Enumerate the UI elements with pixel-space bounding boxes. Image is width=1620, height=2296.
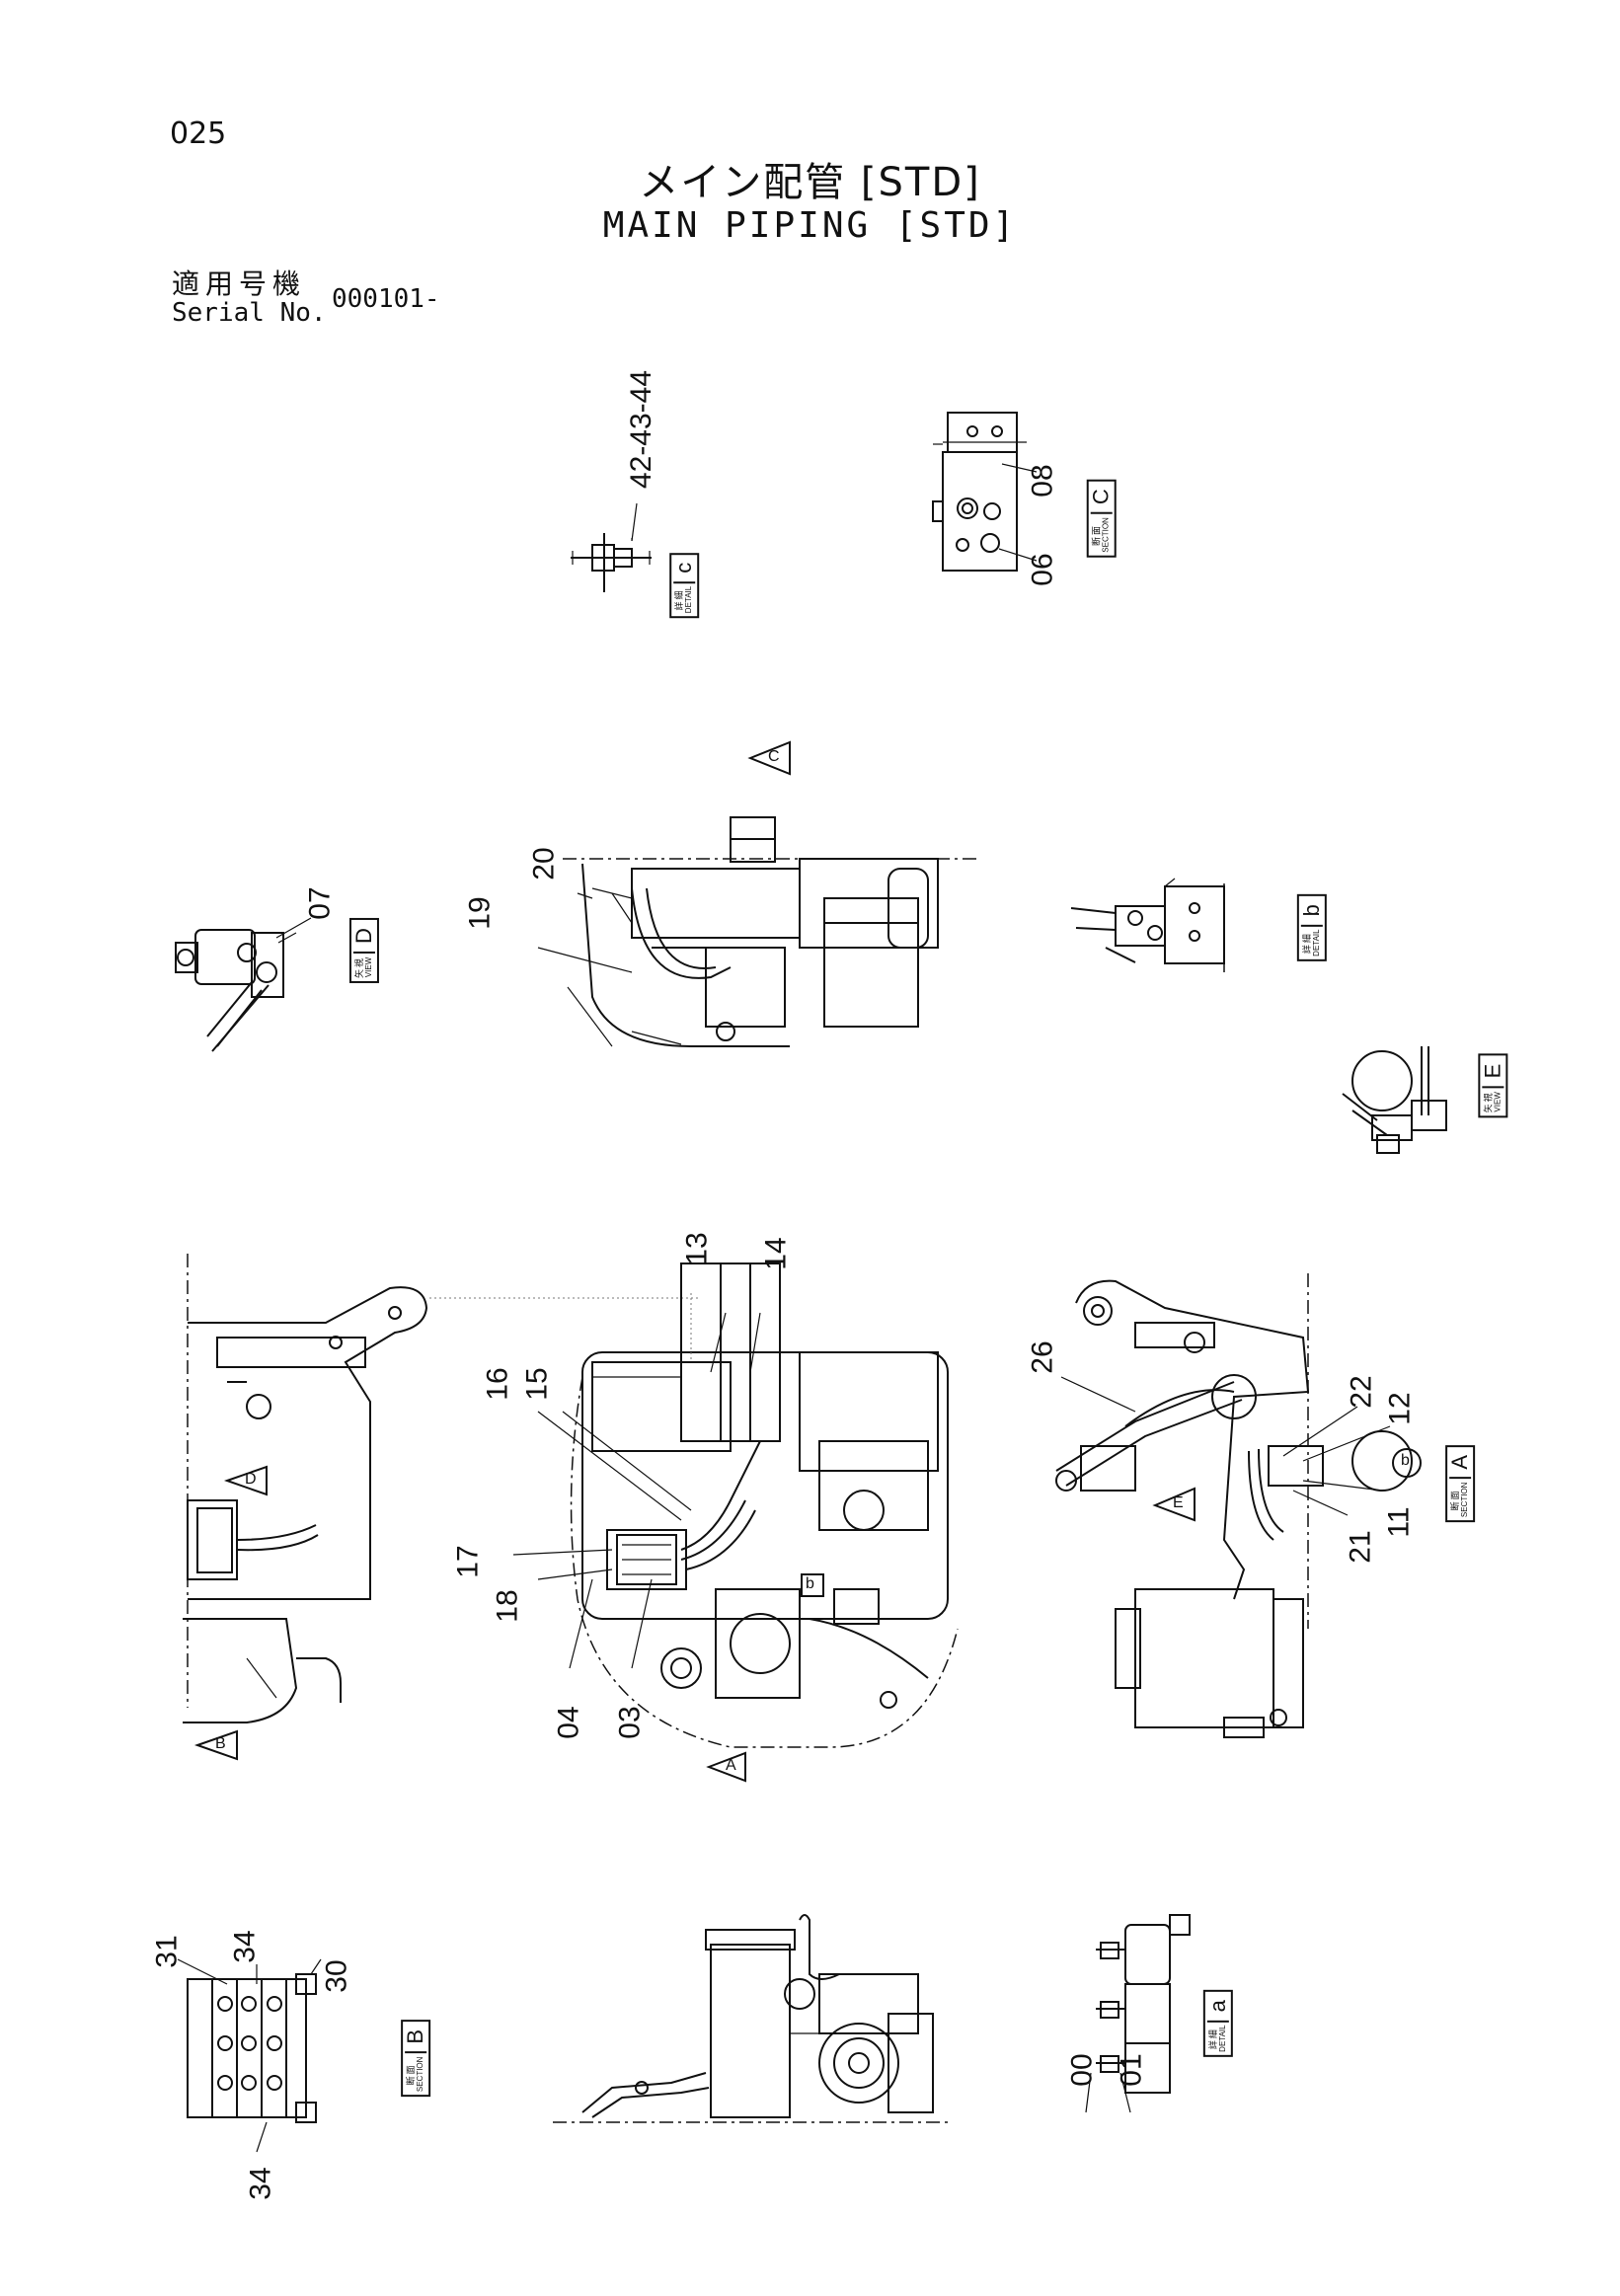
callout-00: 00 <box>1065 2053 1099 2087</box>
tag-letter: C <box>1088 489 1114 505</box>
main-top-view <box>570 1263 959 1748</box>
page-number: 025 <box>170 116 227 151</box>
tag-letter: b <box>1298 904 1324 917</box>
callout-11: 11 <box>1382 1506 1416 1538</box>
callout-15: 15 <box>520 1367 554 1401</box>
callout-30: 30 <box>320 1959 353 1993</box>
section-c-block <box>932 412 1038 572</box>
section-b-control-valve <box>177 1958 322 2153</box>
callout-42-43-44: 42-43-44 <box>625 369 658 490</box>
tag-letter: D <box>350 928 376 944</box>
view-arrow-e: E <box>1173 1494 1184 1511</box>
callout-31: 31 <box>150 1935 184 1968</box>
view-d-valve <box>175 917 312 1052</box>
view-arrow-c: C <box>768 748 780 765</box>
detail-b-fitting <box>1070 878 1225 972</box>
callout-17: 17 <box>451 1545 485 1578</box>
view-label-b-circle: b <box>1401 1452 1410 1469</box>
callout-20: 20 <box>527 847 561 880</box>
view-arrow-d: D <box>245 1471 257 1488</box>
title-english: MAIN PIPING [STD] <box>602 205 1018 246</box>
view-e-assembly <box>1342 1046 1447 1154</box>
callout-08: 08 <box>1026 464 1059 497</box>
callout-16: 16 <box>481 1367 514 1401</box>
serial-label-japanese: 適用号機 <box>172 268 307 300</box>
callout-34-top: 34 <box>228 1930 262 1963</box>
title-japanese: メイン配管 [STD] <box>639 160 981 205</box>
tag-letter: E <box>1480 1063 1505 1079</box>
callout-26: 26 <box>1026 1340 1059 1374</box>
callout-03: 03 <box>613 1706 647 1739</box>
serial-label-english: Serial No. <box>172 298 327 328</box>
view-arrow-shapes <box>193 740 1422 1783</box>
callout-04: 04 <box>552 1706 585 1739</box>
left-side-view <box>183 1254 701 1723</box>
leader-lines <box>277 892 1391 1669</box>
callout-14: 14 <box>759 1237 793 1270</box>
serial-value: 000101- <box>332 284 440 314</box>
tag-letter: c <box>671 562 697 574</box>
callout-18: 18 <box>491 1589 524 1623</box>
callout-07: 07 <box>303 886 337 920</box>
top-side-view <box>563 816 977 1047</box>
callout-22: 22 <box>1345 1375 1378 1409</box>
tag-letter: A <box>1447 1454 1473 1470</box>
right-side-view <box>1055 1273 1413 1738</box>
detail-a-fittings <box>1085 1914 1191 2113</box>
callout-12: 12 <box>1383 1392 1417 1425</box>
tag-letter: B <box>403 2028 428 2044</box>
callout-21: 21 <box>1344 1530 1377 1564</box>
callout-13: 13 <box>680 1232 714 1265</box>
tag-letter: a <box>1204 2000 1230 2013</box>
detail-c-fitting <box>571 502 652 592</box>
bottom-front-view <box>553 1914 948 2123</box>
callout-34-bottom: 34 <box>244 2167 277 2200</box>
callout-01: 01 <box>1115 2053 1148 2087</box>
view-arrow-a: A <box>726 1757 736 1774</box>
callout-06: 06 <box>1026 553 1059 586</box>
callout-19: 19 <box>463 896 497 930</box>
view-arrow-b: B <box>215 1735 226 1752</box>
view-label-b-small: b <box>806 1575 814 1592</box>
